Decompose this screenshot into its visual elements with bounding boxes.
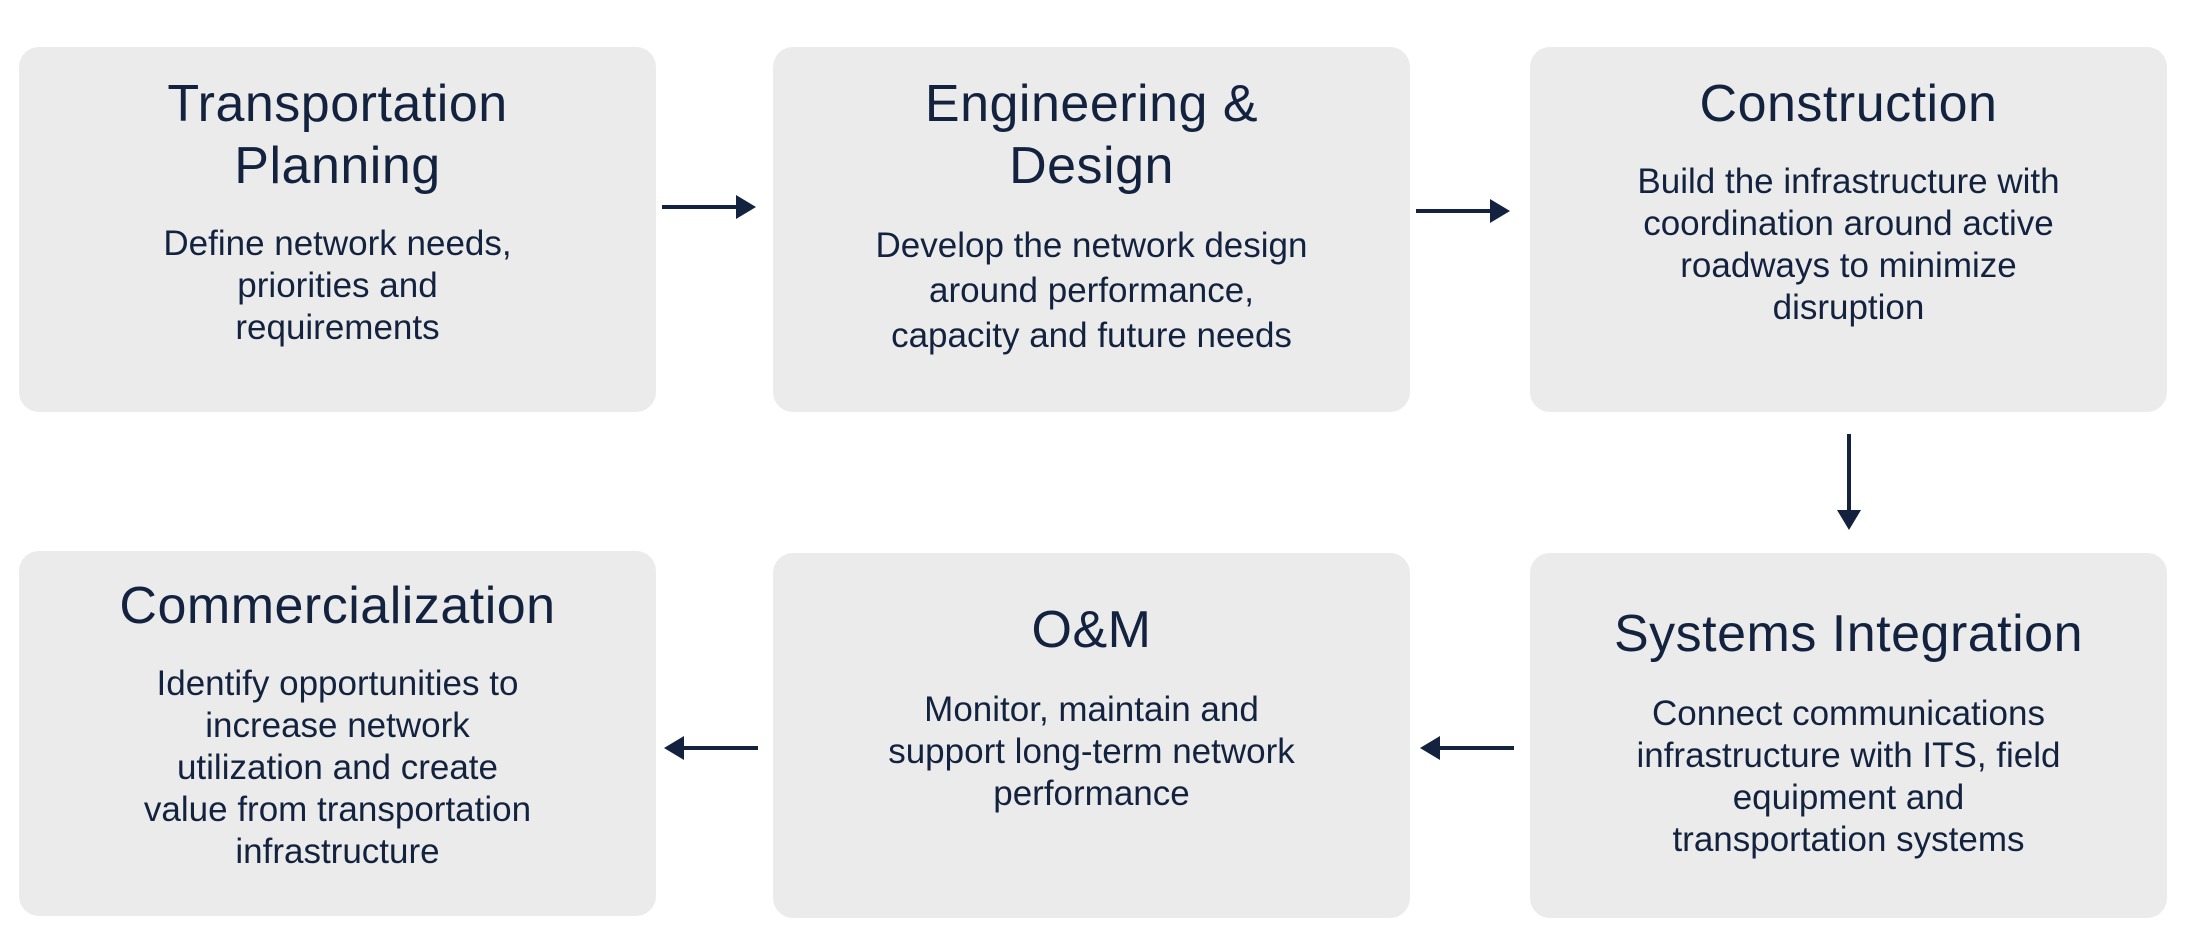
step-title-line: Engineering & (924, 75, 1259, 133)
step-desc-line: Identify opportunities to (156, 664, 519, 703)
step-desc-line: equipment and (1732, 778, 1965, 817)
step-desc-line: support long-term network (888, 732, 1295, 771)
step-description: Build the infrastructure with coordinati… (1637, 161, 2059, 329)
step-desc-line: requirements (235, 308, 440, 347)
step-title-line: Commercialization (119, 577, 556, 635)
step-desc-line: capacity and future needs (891, 316, 1292, 355)
step-description: Connect communications infrastructure wi… (1636, 693, 2060, 861)
step-title-line: Design (1009, 137, 1174, 195)
step-title-line: Systems Integration (1613, 605, 2084, 663)
step-commercialization: Commercialization Identify opportunities… (19, 551, 656, 916)
step-desc-line: around performance, (929, 271, 1254, 310)
arrow-right-icon (1416, 199, 1510, 223)
arrow-left-icon (664, 736, 758, 760)
step-title: Transportation Planning (167, 73, 507, 197)
step-desc-line: Monitor, maintain and (924, 690, 1259, 729)
step-desc-line: increase network (205, 706, 470, 745)
step-desc-line: value from transportation (143, 790, 532, 829)
step-description: Identify opportunities to increase netwo… (144, 663, 531, 873)
step-desc-line: Develop the network design (875, 226, 1308, 265)
step-description: Define network needs, priorities and req… (163, 223, 511, 349)
step-title: Commercialization (119, 575, 555, 637)
step-description: Monitor, maintain and support long-term … (888, 689, 1295, 815)
step-title: Systems Integration (1614, 603, 2083, 665)
step-desc-line: coordination around active (1643, 204, 2054, 243)
step-desc-line: roadways to minimize (1680, 246, 2017, 285)
step-desc-line: Define network needs, (163, 224, 512, 263)
step-title-line: O&M (1031, 601, 1152, 659)
step-title-line: Construction (1699, 75, 1998, 133)
step-desc-line: performance (993, 774, 1190, 813)
step-desc-line: utilization and create (176, 748, 499, 787)
step-systems-integration: Systems Integration Connect communicatio… (1530, 553, 2167, 918)
step-transportation-planning: Transportation Planning Define network n… (19, 47, 656, 412)
step-title: Engineering & Design (925, 73, 1258, 197)
arrow-down-icon (1837, 434, 1861, 530)
step-desc-line: priorities and (237, 266, 438, 305)
step-desc-line: infrastructure with ITS, field (1636, 736, 2061, 775)
step-desc-line: disruption (1772, 288, 1925, 327)
step-desc-line: Build the infrastructure with (1637, 162, 2060, 201)
step-desc-line: transportation systems (1672, 820, 2025, 859)
step-title-line: Transportation (167, 75, 508, 133)
step-title-line: Planning (234, 137, 441, 195)
step-description: Develop the network design around perfor… (876, 223, 1308, 358)
step-construction: Construction Build the infrastructure wi… (1530, 47, 2167, 412)
step-title: Construction (1700, 73, 1998, 135)
step-title: O&M (1032, 599, 1152, 661)
step-engineering-design: Engineering & Design Develop the network… (773, 47, 1410, 412)
arrow-left-icon (1420, 736, 1514, 760)
step-desc-line: Connect communications (1652, 694, 2045, 733)
step-desc-line: infrastructure (235, 832, 440, 871)
step-o-and-m: O&M Monitor, maintain and support long-t… (773, 553, 1410, 918)
arrow-right-icon (662, 195, 756, 219)
